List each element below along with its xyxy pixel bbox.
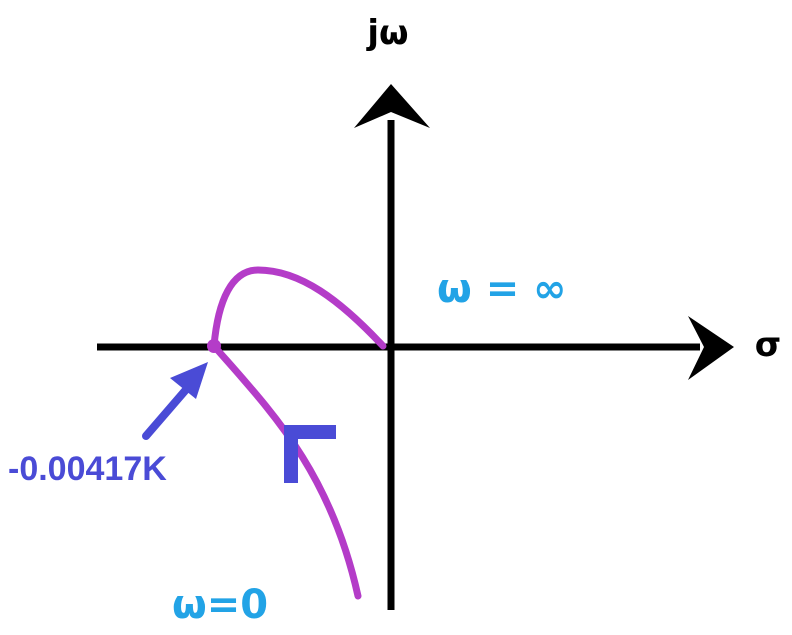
imaginary-axis-arrowhead <box>354 84 430 128</box>
pointer-arrow-head <box>170 362 208 399</box>
real-axis-crossing-point <box>207 339 221 353</box>
direction-arrow-icon <box>284 425 336 483</box>
crossing-point-label: -0.00417K <box>8 450 167 488</box>
real-axis <box>97 316 734 380</box>
real-axis-label: σ <box>755 325 781 365</box>
imaginary-axis <box>354 84 430 610</box>
imaginary-axis-label: jω <box>365 13 408 53</box>
omega-infinity-label: ω = ∞ <box>437 266 566 312</box>
real-axis-arrowhead <box>688 316 734 380</box>
omega-zero-label: ω=0 <box>172 582 268 628</box>
pointer-arrow-icon <box>142 362 208 440</box>
locus-curve-upper <box>210 266 387 350</box>
pointer-arrow-shaft <box>142 381 194 440</box>
